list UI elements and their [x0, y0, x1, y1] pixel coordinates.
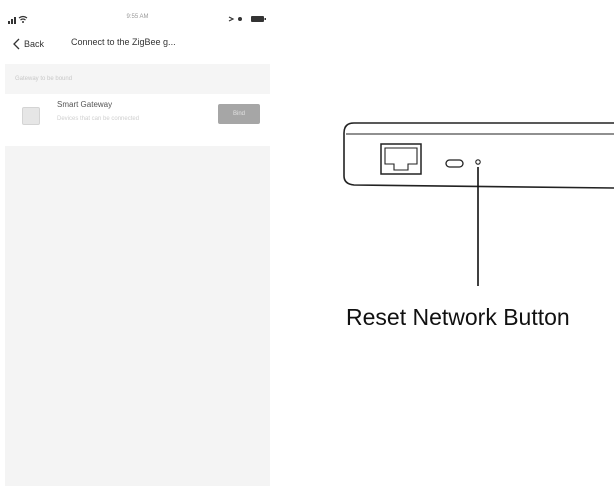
battery-icon — [228, 16, 266, 22]
reset-network-button-label: Reset Network Button — [346, 304, 570, 330]
device-subtitle: Devices that can be connected — [57, 116, 140, 122]
section-header: Gateway to be bound — [5, 64, 270, 94]
ethernet-port-icon — [380, 143, 422, 175]
status-time: 9:55 AM — [126, 14, 149, 20]
back-label: Back — [24, 39, 45, 49]
device-name: Smart Gateway — [57, 100, 113, 109]
nav-bar: Back Connect to the ZigBee g... — [5, 30, 270, 64]
gateway-icon — [22, 107, 40, 125]
phone-screen: 9:55 AM Back Connect to the ZigBee g... … — [5, 8, 270, 486]
page-title: Connect to the ZigBee g... — [71, 37, 176, 47]
bind-button[interactable]: Bind — [218, 104, 260, 124]
status-bar: 9:55 AM — [5, 8, 270, 30]
gateway-device-illustration — [340, 122, 614, 286]
signal-wifi-icon — [8, 15, 28, 24]
back-button[interactable]: Back — [12, 37, 44, 51]
usb-port-icon — [445, 159, 464, 168]
section-header-text: Gateway to be bound — [15, 76, 73, 82]
chevron-left-icon — [13, 38, 20, 50]
reset-hole-icon — [475, 159, 481, 165]
device-row: Smart Gateway Devices that can be connec… — [5, 94, 270, 146]
empty-list-area — [5, 146, 270, 486]
